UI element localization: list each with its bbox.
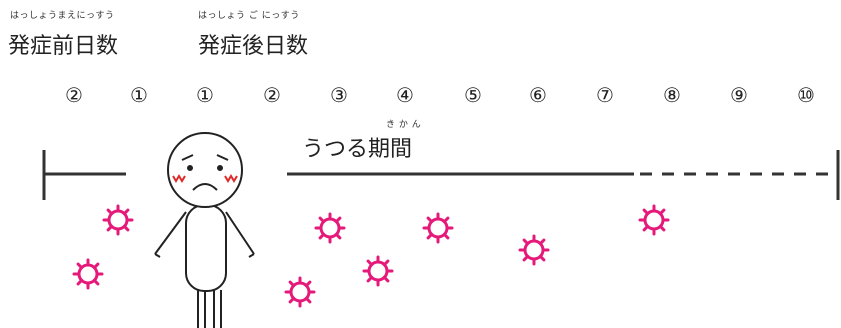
period-ruby: き か ん (386, 120, 422, 130)
day-number-11: ⑨ (730, 83, 748, 107)
virus-icon (362, 255, 394, 287)
before-onset-ruby: はっしょうまえにっすう (10, 11, 115, 21)
contagious-period-label: うつる期間 (302, 137, 413, 162)
day-number-8: ⑥ (529, 83, 547, 107)
day-number-1: ② (65, 83, 83, 107)
day-number-2: ① (130, 83, 148, 107)
day-number-9: ⑦ (596, 83, 614, 107)
virus-icon (72, 258, 104, 290)
virus-icon (284, 276, 316, 308)
day-number-5: ③ (330, 83, 348, 107)
day-number-4: ② (263, 83, 281, 107)
virus-icon (102, 204, 134, 236)
day-number-6: ④ (396, 83, 414, 107)
day-number-10: ⑧ (663, 83, 681, 107)
sick-person-icon (154, 132, 255, 328)
day-number-3: ① (196, 83, 214, 107)
virus-icon (638, 204, 670, 236)
virus-group (72, 204, 670, 308)
virus-icon (422, 212, 454, 244)
day-number-12: ⑩ (797, 83, 815, 107)
after-onset-label: 発症後日数 (198, 34, 309, 59)
before-onset-label: 発症前日数 (8, 34, 119, 59)
virus-icon (518, 234, 550, 266)
day-number-7: ⑤ (464, 83, 482, 107)
virus-icon (314, 212, 346, 244)
after-onset-ruby: はっしょう ご にっすう (198, 11, 300, 21)
